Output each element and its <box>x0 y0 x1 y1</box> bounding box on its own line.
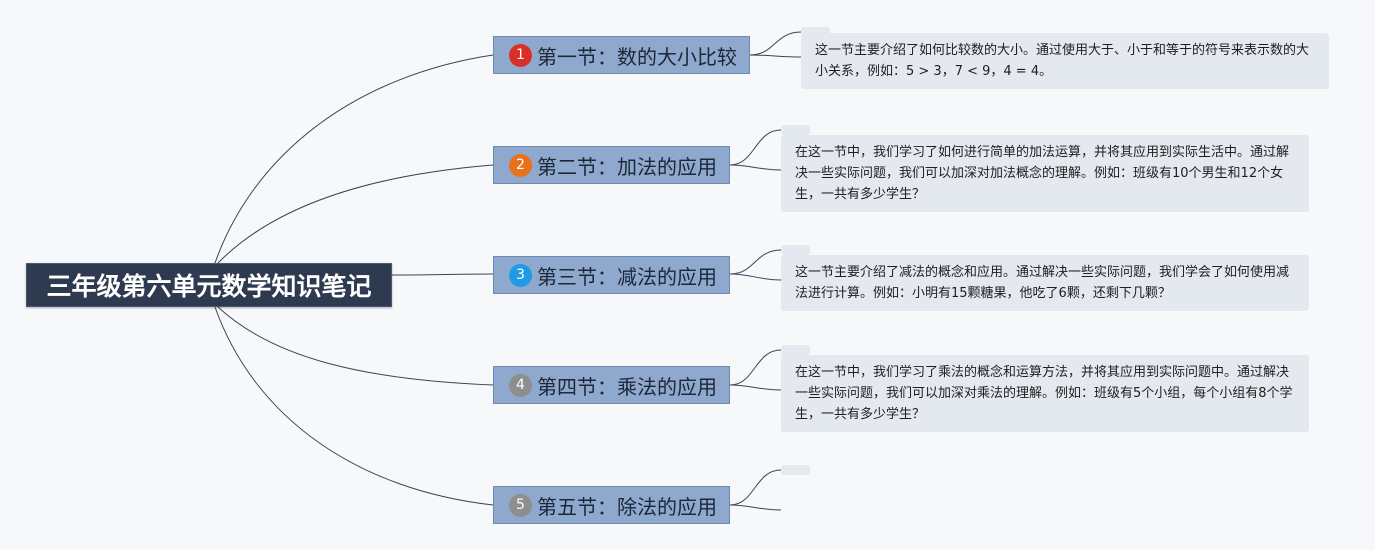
link-root-branch-3 <box>391 273 494 276</box>
root-topic[interactable]: 三年级第六单元数学知识笔记 <box>26 263 392 307</box>
number-badge-icon: 1 <box>509 43 532 67</box>
note-tab <box>781 125 810 135</box>
note-tab <box>781 245 810 255</box>
link-branch-1-note <box>749 54 802 58</box>
number-badge-icon: 2 <box>509 153 532 177</box>
link-branch-3-note <box>729 273 782 281</box>
link-root-branch-1 <box>214 54 494 264</box>
link-branch-1-note-top <box>749 31 802 56</box>
branch-label: 第三节：减法的应用 <box>537 264 717 289</box>
number-badge-icon: 3 <box>509 263 532 287</box>
note-section-2: 在这一节中，我们学习了如何进行简单的加法运算，并将其应用到实际生活中。通过解决一… <box>781 135 1309 212</box>
branch-section-5[interactable]: 5 第五节：除法的应用 <box>493 486 730 524</box>
link-branch-2-note-top <box>729 129 782 166</box>
note-section-3: 这一节主要介绍了减法的概念和应用。通过解决一些实际问题，我们学会了如何使用减法进… <box>781 255 1309 311</box>
branch-label: 第一节：数的大小比较 <box>537 44 737 69</box>
note-tab <box>801 27 830 37</box>
branch-label: 第二节：加法的应用 <box>537 154 717 179</box>
link-branch-4-note-top <box>729 349 782 386</box>
root-topic-label: 三年级第六单元数学知识笔记 <box>46 272 372 301</box>
link-branch-3-note-top <box>729 249 782 275</box>
branch-label: 第四节：乘法的应用 <box>537 374 717 399</box>
link-branch-4-note <box>729 384 782 391</box>
link-branch-2-note <box>729 164 782 171</box>
branch-section-1[interactable]: 1 第一节：数的大小比较 <box>493 36 750 74</box>
link-root-branch-2 <box>217 164 494 264</box>
note-tab <box>781 465 810 475</box>
note-section-1: 这一节主要介绍了如何比较数的大小。通过使用大于、小于和等于的符号来表示数的大小关… <box>801 33 1329 89</box>
link-root-branch-4 <box>217 306 494 386</box>
branch-section-3[interactable]: 3 第三节：减法的应用 <box>493 256 730 294</box>
link-root-branch-5 <box>214 306 494 506</box>
link-branch-5-note-top <box>729 469 782 506</box>
number-badge-icon: 4 <box>509 373 532 397</box>
link-branch-5-note <box>729 504 782 511</box>
note-section-4: 在这一节中，我们学习了乘法的概念和运算方法，并将其应用到实际问题中。通过解决一些… <box>781 355 1309 432</box>
note-tab <box>781 345 810 355</box>
number-badge-icon: 5 <box>509 493 532 517</box>
branch-label: 第五节：除法的应用 <box>537 494 717 519</box>
branch-section-4[interactable]: 4 第四节：乘法的应用 <box>493 366 730 404</box>
branch-section-2[interactable]: 2 第二节：加法的应用 <box>493 146 730 184</box>
